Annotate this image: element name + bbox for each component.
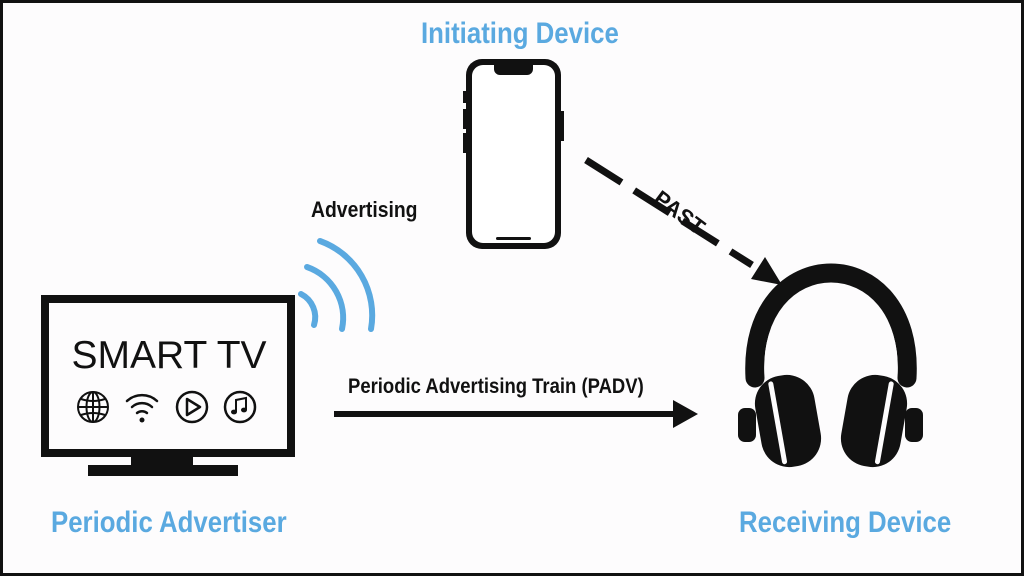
receiving-device-title: Receiving Device (739, 506, 952, 539)
globe-icon (77, 391, 109, 423)
padv-arrow (334, 400, 698, 428)
music-icon (223, 390, 257, 424)
headphones-icon (738, 263, 923, 468)
past-arrow (584, 157, 782, 285)
smartphone-icon (463, 59, 564, 249)
smart-tv-icon (41, 295, 295, 476)
initiating-device-title: Initiating Device (421, 17, 619, 50)
tv-screen-text: SMART TV (71, 334, 267, 377)
advertising-label: Advertising (311, 197, 418, 222)
padv-train-label: Periodic Advertising Train (PADV) (348, 375, 644, 398)
radio-waves-icon (298, 238, 376, 332)
play-icon (175, 390, 209, 424)
wifi-icon (125, 393, 159, 423)
periodic-advertiser-title: Periodic Advertiser (51, 506, 287, 539)
diagram-artwork (41, 59, 923, 476)
